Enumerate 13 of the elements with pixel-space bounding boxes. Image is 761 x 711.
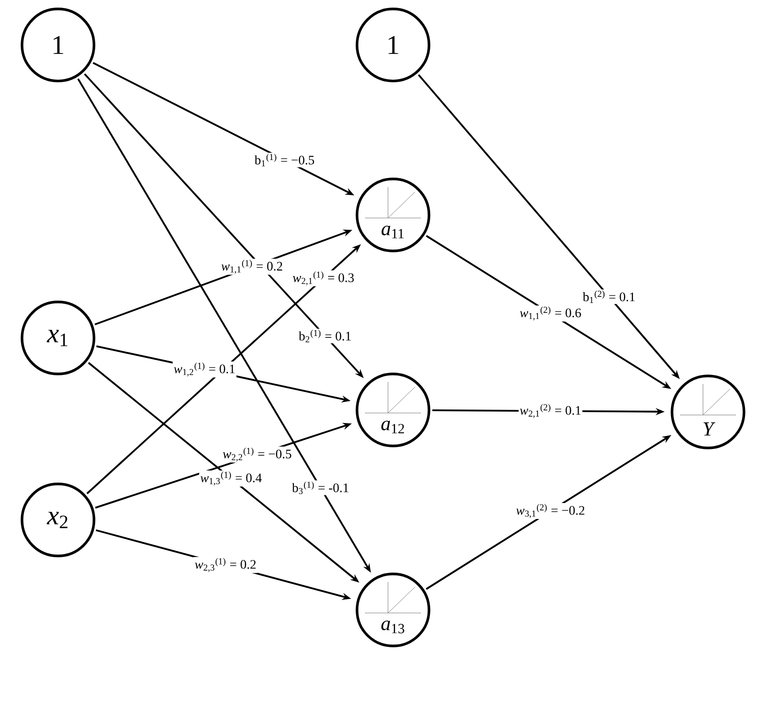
edge-label: w$_{2,1}$$^{(1)}$ = 0.3: [292, 270, 356, 286]
edge-label: w$_{2,1}$$^{(2)}$ = 0.1: [518, 403, 582, 419]
edge-label: w$_{3,1}$$^{(2)}$ = −0.2: [514, 503, 586, 519]
edge-label: w$_{1,1}$$^{(1)}$ = 0.2: [220, 258, 284, 275]
edge-label: w$_{1,3}$$^{(1)}$ = 0.4: [199, 470, 263, 486]
edge-label: b$_{2}$$^{(1)}$ = 0.1: [298, 328, 352, 344]
edge-label: b$_{3}$$^{(1)}$ = -0.1: [291, 480, 350, 496]
edge-label: b$_{1}$$^{(1)}$ = −0.5: [254, 152, 316, 168]
edge-label: w$_{1,2}$$^{(1)}$ = 0.1: [172, 362, 236, 378]
edge-label: w$_{2,3}$$^{(1)}$ = 0.2: [194, 557, 258, 573]
edge-label: w$_{1,1}$$^{(2)}$ = 0.6: [518, 306, 582, 322]
edge-label: b$_{1}$$^{(2)}$ = 0.1: [582, 290, 636, 304]
edge-label: w$_{2,2}$$^{(1)}$ = −0.5: [222, 446, 293, 463]
